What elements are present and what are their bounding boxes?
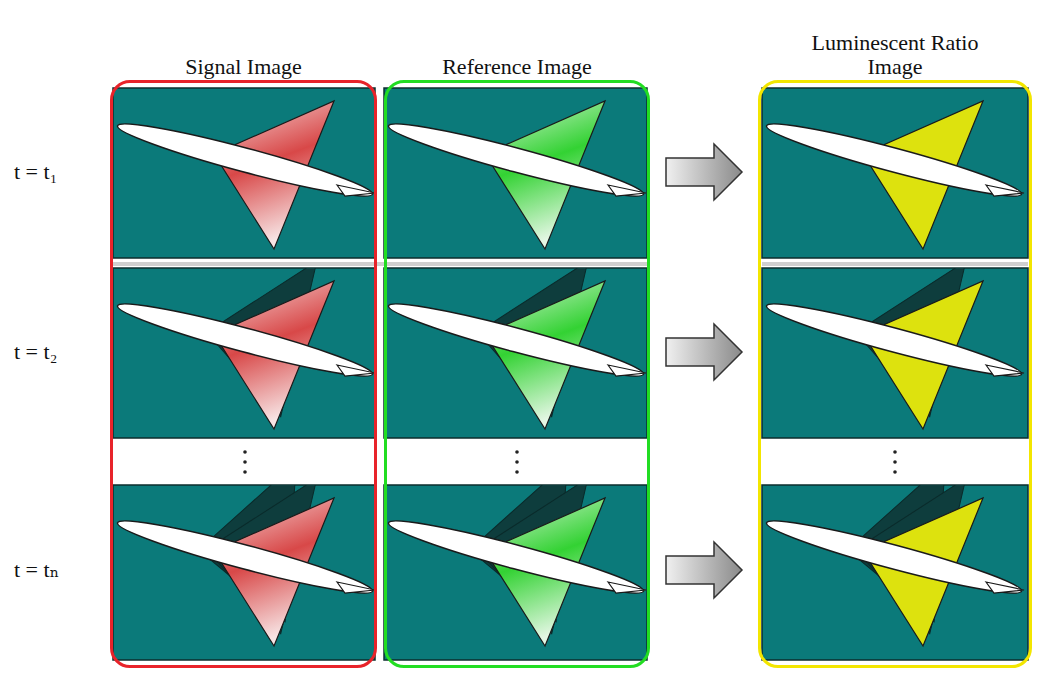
time-label: t = tₙ [14,557,59,583]
block-arrow [666,542,742,598]
block-arrow [666,324,742,380]
time-label: t = t₁ [14,159,57,185]
image-column-frame: Luminescent Ratio Image [758,80,1032,668]
time-label: t = t₂ [14,339,57,365]
column-heading: Signal Image [114,55,374,83]
image-column-frame: Signal Image [110,80,377,668]
block-arrow [666,144,742,200]
column-heading: Reference Image [387,55,647,83]
column-heading: Luminescent Ratio Image [795,31,995,83]
image-column-frame: Reference Image [384,80,650,668]
